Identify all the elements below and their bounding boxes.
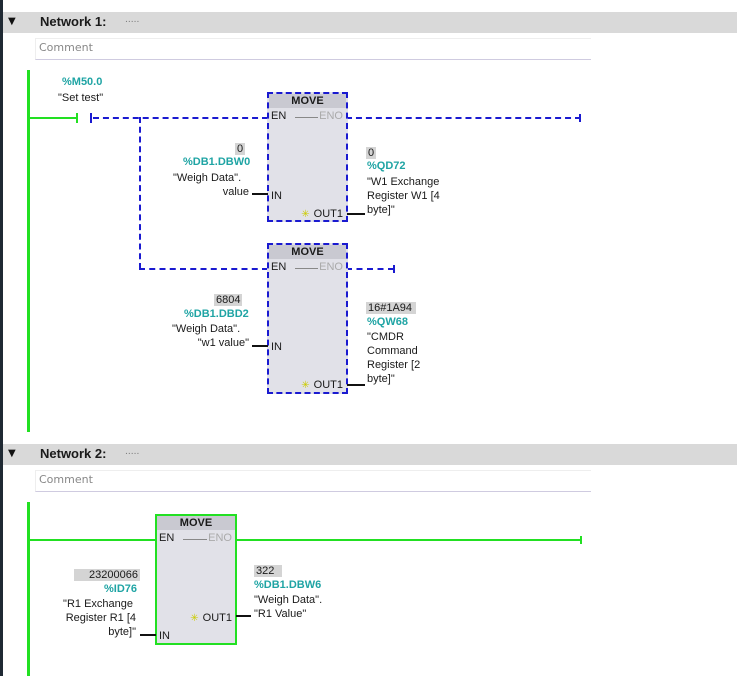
collapse-triangle-icon[interactable]: ▼ <box>8 448 16 459</box>
block-name: MOVE <box>157 516 235 530</box>
contact-left-bar[interactable] <box>76 113 78 123</box>
input-address[interactable]: %ID76 <box>104 583 138 595</box>
input-value: 6804 <box>214 294 243 306</box>
contact-address: %M50.0 <box>62 76 103 88</box>
input-symbol-l1[interactable]: "R1 Exchange <box>63 598 133 610</box>
rung-wire-powered <box>27 117 76 119</box>
network-1-comment[interactable]: Comment <box>35 38 591 60</box>
network-2-title: Network 2: <box>40 446 107 461</box>
output-symbol-l2[interactable]: Command <box>367 345 418 357</box>
in-wire <box>140 634 156 636</box>
en-eno-line <box>295 117 318 118</box>
output-address[interactable]: %QD72 <box>367 160 406 172</box>
rung-wire-powered <box>27 539 156 541</box>
eno-wire-powered <box>235 539 581 541</box>
input-address[interactable]: %DB1.DBW0 <box>183 156 251 168</box>
en-pin: EN <box>159 532 175 544</box>
eno-wire-1 <box>346 117 581 119</box>
rung-end-1 <box>579 114 581 122</box>
output-address[interactable]: %DB1.DBW6 <box>254 579 322 591</box>
out-wire <box>236 615 251 617</box>
out-wire <box>347 384 365 386</box>
input-symbol-l2[interactable]: Register R1 [4 <box>65 612 136 624</box>
output-symbol[interactable]: "Weigh Data". <box>254 594 323 606</box>
output-address[interactable]: %QW68 <box>367 316 408 328</box>
new-value-icon: ✳ <box>301 380 310 391</box>
eno-wire-2 <box>346 268 394 270</box>
move-block-1[interactable]: MOVE EN ENO IN ✳OUT1 <box>267 92 348 222</box>
network-2-comment[interactable]: Comment <box>35 470 591 492</box>
output-symbol-l1[interactable]: "CMDR <box>367 331 404 343</box>
power-rail-1 <box>27 70 30 432</box>
input-symbol[interactable]: "Weigh Data". <box>172 323 241 335</box>
new-value-icon: ✳ <box>301 209 310 220</box>
network-1-title: Network 1: <box>40 14 107 29</box>
block-name: MOVE <box>269 245 346 259</box>
comment-placeholder: Comment <box>39 41 93 54</box>
in-wire <box>252 193 268 195</box>
input-symbol-member[interactable]: "w1 value" <box>197 337 249 349</box>
rung-end-3 <box>580 536 582 544</box>
new-value-icon: ✳ <box>190 613 199 624</box>
out1-pin: OUT1 <box>202 612 232 624</box>
move-block-3[interactable]: MOVE EN ENO ✳OUT1 IN <box>155 514 237 645</box>
en-eno-line <box>183 539 207 540</box>
output-symbol-member[interactable]: "R1 Value" <box>254 608 307 620</box>
editor-left-border <box>0 0 3 676</box>
comment-placeholder: Comment <box>39 473 93 486</box>
output-value: 322 <box>254 565 282 577</box>
output-symbol-l3[interactable]: Register [2 <box>367 359 421 371</box>
in-pin: IN <box>159 630 170 642</box>
output-symbol-l3[interactable]: byte]" <box>367 204 395 216</box>
eno-pin: ENO <box>319 110 343 122</box>
move-block-2[interactable]: MOVE EN ENO IN ✳OUT1 <box>267 243 348 394</box>
network-1-title-placeholder[interactable]: ..... <box>125 15 140 25</box>
branch-wire-lower <box>139 268 268 270</box>
output-value: 0 <box>366 147 377 159</box>
input-address[interactable]: %DB1.DBD2 <box>184 308 249 320</box>
network-1-header[interactable]: ▼ Network 1: ..... <box>3 12 737 33</box>
in-pin: IN <box>271 341 282 353</box>
in-wire <box>252 345 268 347</box>
output-value: 16#1A94 <box>366 302 416 314</box>
out-wire <box>347 213 365 215</box>
collapse-triangle-icon[interactable]: ▼ <box>8 16 16 27</box>
eno-pin: ENO <box>319 261 343 273</box>
output-symbol-l2[interactable]: Register W1 [4 <box>367 190 440 202</box>
en-eno-line <box>295 268 318 269</box>
in-pin: IN <box>271 190 282 202</box>
en-pin: EN <box>271 261 287 273</box>
branch-wire <box>139 117 141 269</box>
input-value: 23200066 <box>74 569 140 581</box>
input-symbol-l3[interactable]: byte]" <box>108 626 136 638</box>
network-2-header[interactable]: ▼ Network 2: ..... <box>3 444 737 465</box>
contact-right-bar[interactable] <box>90 113 92 123</box>
output-symbol-l4[interactable]: byte]" <box>367 373 395 385</box>
contact-symbol: "Set test" <box>58 92 104 104</box>
en-pin: EN <box>271 110 287 122</box>
out1-pin: OUT1 <box>313 208 343 220</box>
output-symbol-l1[interactable]: "W1 Exchange <box>367 176 440 188</box>
network-2-title-placeholder[interactable]: ..... <box>125 447 140 457</box>
input-value: 0 <box>235 143 246 155</box>
rung-wire-unpowered <box>93 117 268 119</box>
power-rail-2 <box>27 502 30 676</box>
input-symbol[interactable]: "Weigh Data". <box>173 172 242 184</box>
block-name: MOVE <box>269 94 346 108</box>
rung-end-2 <box>393 265 395 273</box>
input-symbol-member[interactable]: value <box>222 186 249 198</box>
eno-pin: ENO <box>208 532 232 544</box>
out1-pin: OUT1 <box>313 379 343 391</box>
